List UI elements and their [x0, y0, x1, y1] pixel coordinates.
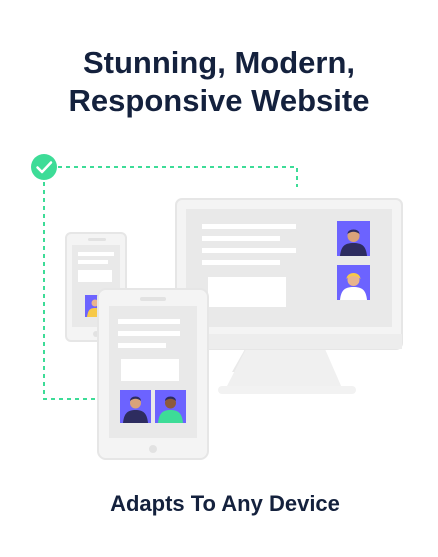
tablet [97, 288, 209, 460]
device-caption: Adapts To Any Device [110, 491, 340, 516]
desktop-monitor [175, 198, 403, 394]
user-avatar-icon [120, 390, 151, 423]
page-headline: Stunning, Modern, Responsive Website [0, 44, 438, 120]
user-avatar-icon [337, 221, 370, 256]
headline-line-1: Stunning, Modern, [82, 45, 356, 80]
headline-line-2: Responsive Website [68, 83, 370, 118]
user-avatar-icon [337, 265, 370, 300]
check-circle-icon [31, 154, 57, 180]
user-avatar-icon [155, 390, 186, 423]
dashed-connector [43, 166, 298, 400]
